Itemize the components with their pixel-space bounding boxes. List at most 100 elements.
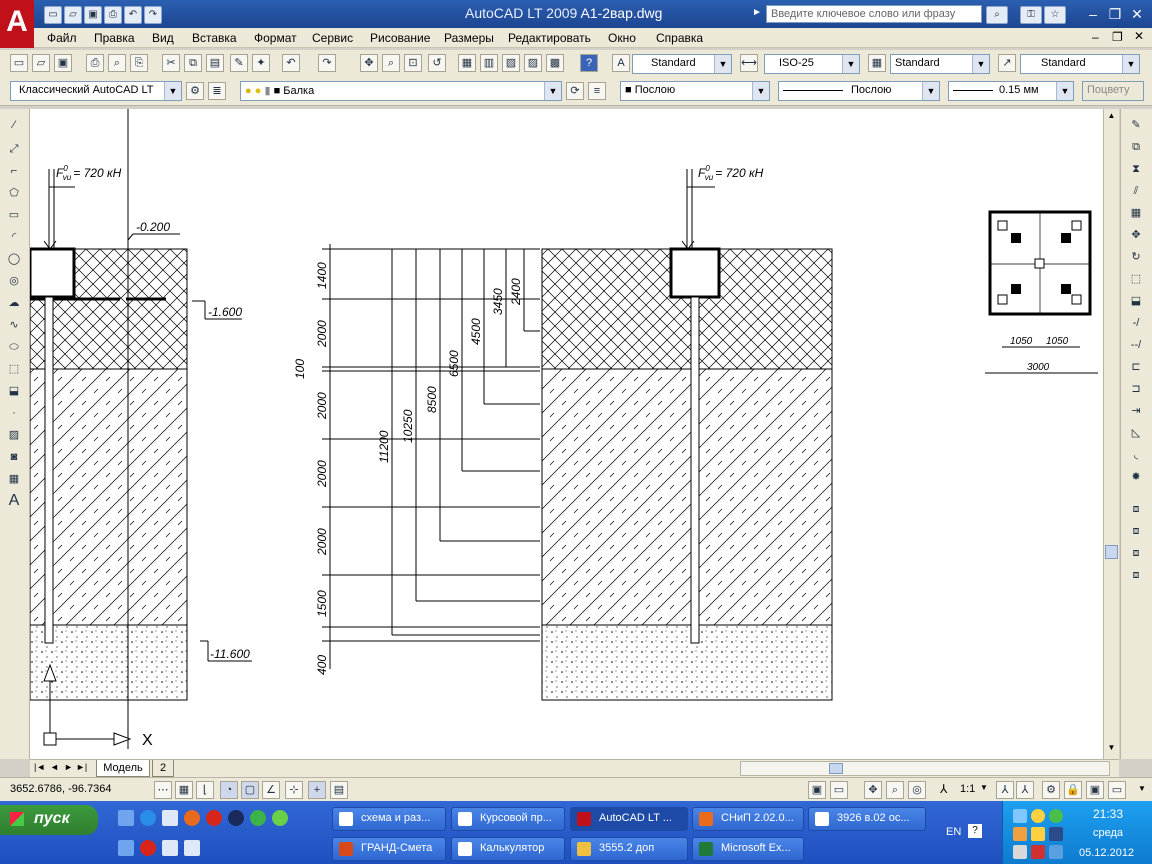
ql-chrome-icon[interactable] — [250, 810, 266, 826]
polyline-icon[interactable]: ⌐ — [10, 165, 18, 177]
move-icon[interactable]: ✥ — [1131, 229, 1141, 241]
search-icon[interactable]: ⌕ — [986, 6, 1008, 24]
layer-manager-icon[interactable]: ≣ — [208, 82, 226, 100]
copy-icon[interactable]: ⧉ — [184, 54, 202, 72]
menu-format[interactable]: Формат — [254, 31, 297, 45]
table-icon[interactable]: ▦ — [8, 473, 20, 485]
rectangle-icon[interactable]: ▭ — [8, 209, 20, 221]
donut-icon[interactable]: ◎ — [9, 275, 19, 287]
tray-icon[interactable] — [1031, 809, 1045, 823]
line-icon[interactable]: ⁄ — [13, 119, 15, 131]
paste-icon[interactable]: ▤ — [206, 54, 224, 72]
task-item[interactable]: СНиП 2.02.0... — [692, 807, 804, 831]
tray-icon[interactable] — [1013, 827, 1027, 841]
clean-screen-icon[interactable]: ▭ — [1108, 781, 1126, 799]
ql-app-icon[interactable] — [162, 840, 178, 856]
properties-icon[interactable]: ▦ — [458, 54, 476, 72]
menu-view[interactable]: Вид — [152, 31, 174, 45]
help-tray-icon[interactable]: ? — [968, 824, 982, 838]
task-item[interactable]: 3926 в.02 ос... — [808, 807, 926, 831]
qundo-icon[interactable]: ↶ — [124, 6, 142, 24]
ql-explorer-icon[interactable] — [118, 840, 134, 856]
task-item[interactable]: Калькулятор — [451, 837, 565, 861]
break-point-icon[interactable]: ⊏ — [1131, 361, 1141, 373]
layout-icon[interactable]: ▭ — [830, 781, 848, 799]
zoom-previous-icon[interactable]: ↺ — [428, 54, 446, 72]
layer-select[interactable]: ● ● ▮ ■ Балка▼ — [240, 81, 562, 101]
workspace-switch-icon[interactable]: ⚙ — [1042, 781, 1060, 799]
new-icon[interactable]: ▭ — [10, 54, 28, 72]
mirror-icon[interactable]: ⧗ — [1132, 163, 1140, 175]
save-icon[interactable]: ▣ — [54, 54, 72, 72]
close-icon[interactable]: ✕ — [1131, 6, 1143, 22]
polar-icon[interactable]: ◔ — [220, 781, 238, 799]
ortho-icon[interactable]: ⌊ — [196, 781, 214, 799]
scroll-down-icon[interactable]: ▼ — [1107, 743, 1116, 752]
tab-prev-icon[interactable]: ◄ — [50, 762, 59, 772]
grid-icon[interactable]: ▦ — [175, 781, 193, 799]
workspace-settings-icon[interactable]: ⚙ — [186, 82, 204, 100]
xline-icon[interactable]: ⤢ — [9, 143, 19, 155]
qredo-icon[interactable]: ↷ — [144, 6, 162, 24]
zoom-status-icon[interactable]: ⌕ — [886, 781, 904, 799]
status-menu-arrow-icon[interactable]: ▼ — [1138, 784, 1146, 793]
task-item[interactable]: ГРАНД-Смета — [332, 837, 446, 861]
status-tray-icon[interactable]: ▣ — [1086, 781, 1104, 799]
blockeditor-icon[interactable]: ✦ — [252, 54, 270, 72]
tray-icon[interactable] — [1013, 809, 1027, 823]
menu-modify[interactable]: Редактировать — [508, 31, 591, 45]
circle-icon[interactable]: ◯ — [7, 253, 21, 265]
tab-last-icon[interactable]: ►| — [76, 762, 88, 772]
menu-file[interactable]: Файл — [47, 31, 77, 45]
markup-icon[interactable]: ▩ — [546, 54, 564, 72]
coordinates-readout[interactable]: 3652.6786, -96.7364 — [10, 783, 112, 795]
communication-icon[interactable]: ⚿ — [1020, 6, 1042, 24]
scroll-up-icon[interactable]: ▲ — [1107, 111, 1116, 120]
qopen-icon[interactable]: ▱ — [64, 6, 82, 24]
make-block-icon[interactable]: ⬓ — [8, 385, 20, 397]
doc-close-icon[interactable]: ✕ — [1134, 29, 1145, 43]
tab-layout-2[interactable]: 2 — [152, 760, 174, 777]
annovis-icon[interactable]: ⅄ — [996, 781, 1014, 799]
trim-icon[interactable]: -/ — [1132, 317, 1140, 329]
plot-icon[interactable]: ⎙ — [86, 54, 104, 72]
ql-app2-icon[interactable] — [184, 840, 200, 856]
otrack-icon[interactable]: ∠ — [262, 781, 280, 799]
ql-media-icon[interactable] — [228, 810, 244, 826]
ql-icq-icon[interactable] — [272, 810, 288, 826]
arc-icon[interactable]: ◜ — [11, 231, 17, 243]
fillet-icon[interactable]: ◟ — [1133, 449, 1139, 461]
insert-block-icon[interactable]: ⬚ — [8, 363, 20, 375]
qsave-icon[interactable]: ▣ — [84, 6, 102, 24]
toolpalettes-icon[interactable]: ▧ — [502, 54, 520, 72]
spline-icon[interactable]: ∿ — [9, 319, 19, 331]
ql-desktop-icon[interactable] — [118, 810, 134, 826]
pan-icon[interactable]: ✥ — [360, 54, 378, 72]
volume-icon[interactable] — [1013, 845, 1027, 859]
zoom-window-icon[interactable]: ⊡ — [404, 54, 422, 72]
ql-mail-icon[interactable] — [162, 810, 178, 826]
tab-model[interactable]: Модель — [96, 760, 150, 777]
polygon-icon[interactable]: ⬠ — [9, 187, 19, 199]
layer-previous-icon[interactable]: ≡ — [588, 82, 606, 100]
draworder-under-icon[interactable]: ⧈ — [1132, 569, 1140, 581]
revcloud-icon[interactable]: ☁ — [8, 297, 20, 309]
minimize-icon[interactable]: – — [1089, 6, 1097, 22]
qnew-icon[interactable]: ▭ — [44, 6, 62, 24]
preview-icon[interactable]: ⌕ — [108, 54, 126, 72]
annotation-scale-arrow-icon[interactable]: ▼ — [980, 783, 988, 792]
redo-icon[interactable]: ↷ — [318, 54, 336, 72]
sheetset-icon[interactable]: ▨ — [524, 54, 542, 72]
textstyle-select[interactable]: Standard▼ — [632, 54, 732, 74]
offset-icon[interactable]: ⫽ — [1133, 185, 1139, 197]
matchprop-icon[interactable]: ✎ — [230, 54, 248, 72]
rotate-icon[interactable]: ↻ — [1131, 251, 1141, 263]
region-icon[interactable]: ◙ — [10, 451, 18, 463]
menu-edit[interactable]: Правка — [94, 31, 135, 45]
explode-icon[interactable]: ✸ — [1131, 471, 1141, 483]
tray-icon[interactable] — [1031, 845, 1045, 859]
draworder-above-icon[interactable]: ⧈ — [1132, 547, 1140, 559]
menu-draw[interactable]: Рисование — [370, 31, 431, 45]
restore-icon[interactable]: ❐ — [1108, 6, 1122, 22]
task-item[interactable]: 3555.2 доп — [570, 837, 688, 861]
